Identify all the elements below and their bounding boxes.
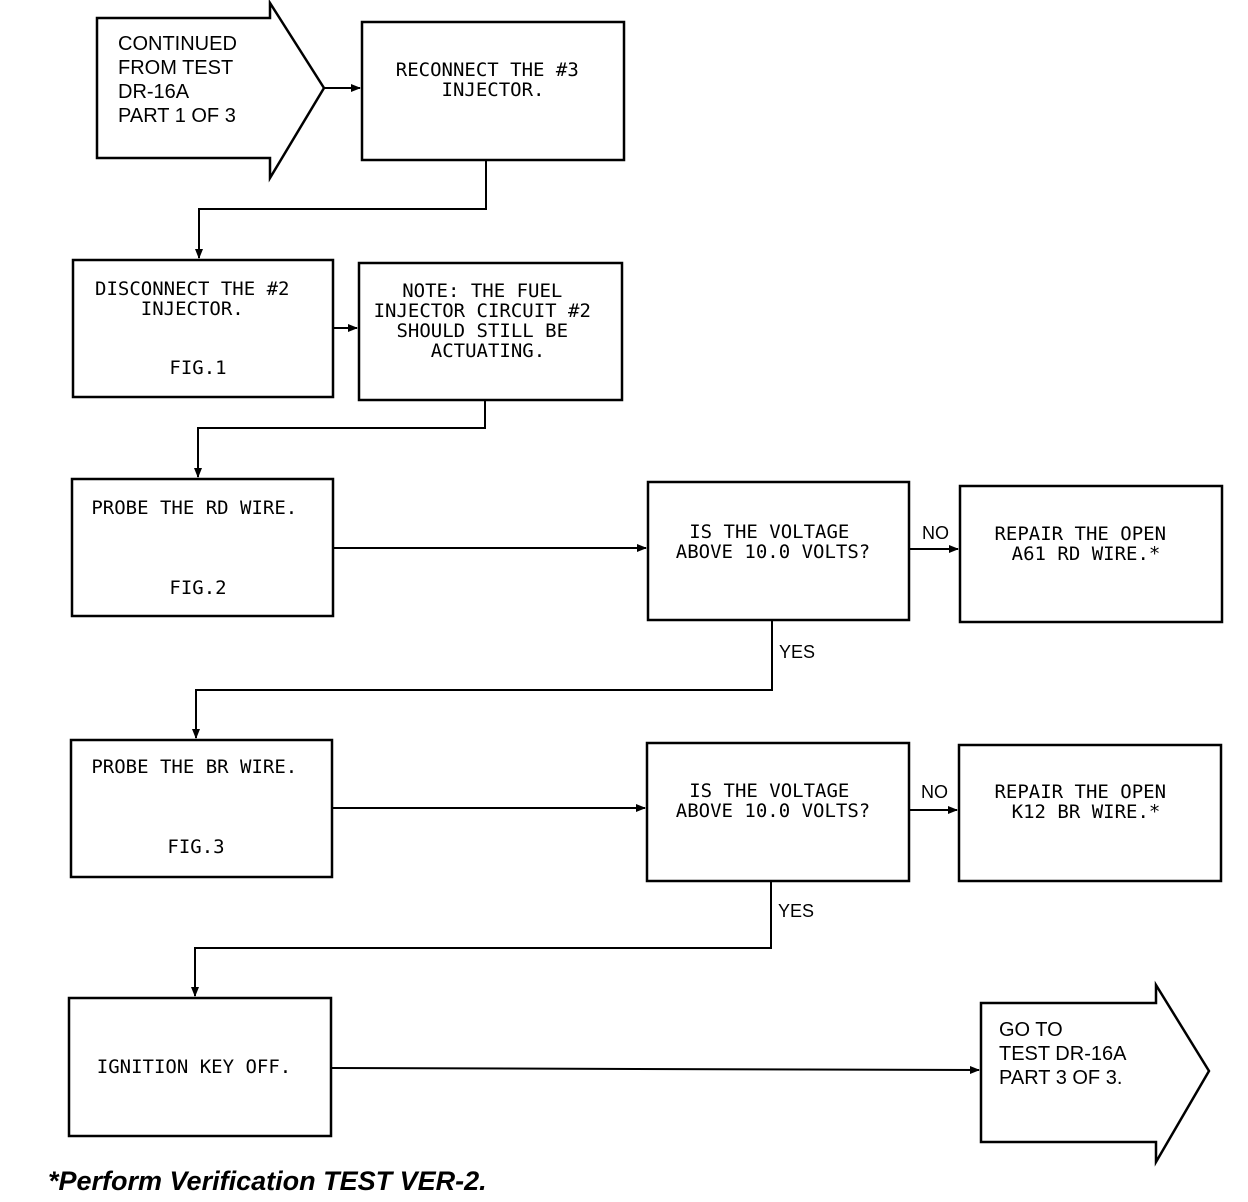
yes-label-2: YES	[778, 901, 814, 921]
disconnect-box: DISCONNECT THE #2 INJECTOR. FIG.1	[71, 258, 335, 399]
repair-rd-line: REPAIR THE OPEN	[994, 523, 1166, 545]
probe-br-fig-label: FIG.3	[167, 836, 224, 858]
connector-question-2-yes	[191, 881, 772, 997]
voltage-question-1-box: IS THE VOLTAGE ABOVE 10.0 VOLTS?	[646, 480, 911, 622]
note-line: SHOULD STILL BE	[396, 320, 568, 342]
voltage-question-1-text: IS THE VOLTAGE ABOVE 10.0 VOLTS?	[676, 521, 870, 563]
footnote: *Perform Verification TEST VER-2.	[48, 1166, 487, 1196]
connector-note-to-probe-rd	[194, 400, 486, 478]
disconnect-text: DISCONNECT THE #2 INJECTOR. FIG.1	[95, 278, 301, 379]
repair-br-text: REPAIR THE OPEN K12 BR WIRE.*	[994, 781, 1177, 823]
probe-rd-fig-label: FIG.2	[169, 577, 226, 599]
repair-br-box: REPAIR THE OPEN K12 BR WIRE.*	[957, 743, 1223, 883]
yes-label-1: YES	[779, 642, 815, 662]
end-arrow-text: GO TO TEST DR-16A PART 3 OF 3.	[999, 1019, 1131, 1089]
note-line: ACTUATING.	[431, 340, 545, 362]
no-label-1: NO	[922, 523, 949, 543]
start-arrow-line: FROM TEST	[118, 57, 233, 79]
end-arrow-line: GO TO	[999, 1019, 1063, 1041]
probe-rd-text: PROBE THE RD WIRE. FIG.2	[91, 497, 308, 599]
note-line: NOTE: THE FUEL	[402, 280, 562, 302]
reconnect-text: RECONNECT THE #3 INJECTOR.	[396, 59, 590, 101]
disconnect-line: DISCONNECT THE #2	[95, 278, 289, 300]
end-arrow-line: TEST DR-16A	[999, 1043, 1127, 1065]
repair-br-line: K12 BR WIRE.*	[1012, 801, 1161, 823]
voltage-question-2-text: IS THE VOLTAGE ABOVE 10.0 VOLTS?	[676, 780, 870, 822]
voltage-question-2-line: ABOVE 10.0 VOLTS?	[676, 800, 870, 822]
reconnect-line: RECONNECT THE #3	[396, 59, 579, 81]
note-text: NOTE: THE FUEL INJECTOR CIRCUIT #2 SHOUL…	[374, 280, 603, 362]
start-arrow-text: CONTINUED FROM TEST DR-16A PART 1 OF 3	[118, 33, 242, 127]
probe-br-box: PROBE THE BR WIRE. FIG.3	[69, 738, 334, 879]
note-line: INJECTOR CIRCUIT #2	[374, 300, 591, 322]
voltage-question-2-line: IS THE VOLTAGE	[689, 780, 849, 802]
note-box: NOTE: THE FUEL INJECTOR CIRCUIT #2 SHOUL…	[357, 261, 624, 402]
voltage-question-1-line: IS THE VOLTAGE	[689, 521, 849, 543]
ignition-box: IGNITION KEY OFF.	[67, 996, 333, 1138]
voltage-question-1-line: ABOVE 10.0 VOLTS?	[676, 541, 870, 563]
connector-question-1-yes	[192, 620, 773, 739]
disconnect-fig-label: FIG.1	[169, 357, 226, 379]
connectors	[191, 84, 980, 1074]
connector-reconnect-to-disconnect	[195, 160, 487, 259]
no-label-2: NO	[921, 782, 948, 802]
repair-rd-line: A61 RD WIRE.*	[1012, 543, 1161, 565]
ignition-line: IGNITION KEY OFF.	[97, 1056, 291, 1078]
probe-rd-box: PROBE THE RD WIRE. FIG.2	[70, 477, 335, 618]
probe-rd-line: PROBE THE RD WIRE.	[91, 497, 297, 519]
start-arrow-line: PART 1 OF 3	[118, 105, 236, 127]
start-arrow-line: DR-16A	[118, 81, 190, 103]
reconnect-box: RECONNECT THE #3 INJECTOR.	[360, 20, 626, 162]
repair-rd-box: REPAIR THE OPEN A61 RD WIRE.*	[958, 484, 1224, 624]
start-arrow-line: CONTINUED	[118, 33, 237, 55]
start-arrow: CONTINUED FROM TEST DR-16A PART 1 OF 3	[95, 0, 326, 183]
repair-rd-text: REPAIR THE OPEN A61 RD WIRE.*	[994, 523, 1177, 565]
connector-ignition-to-end	[330, 1065, 980, 1074]
voltage-question-2-box: IS THE VOLTAGE ABOVE 10.0 VOLTS?	[645, 741, 911, 883]
repair-br-line: REPAIR THE OPEN	[994, 781, 1166, 803]
probe-br-line: PROBE THE BR WIRE.	[91, 756, 297, 778]
reconnect-line: INJECTOR.	[442, 79, 545, 101]
ignition-text: IGNITION KEY OFF.	[97, 1056, 291, 1078]
end-arrow: GO TO TEST DR-16A PART 3 OF 3.	[979, 980, 1211, 1167]
disconnect-line: INJECTOR.	[141, 298, 244, 320]
probe-br-text: PROBE THE BR WIRE. FIG.3	[91, 756, 308, 858]
end-arrow-line: PART 3 OF 3.	[999, 1067, 1122, 1089]
